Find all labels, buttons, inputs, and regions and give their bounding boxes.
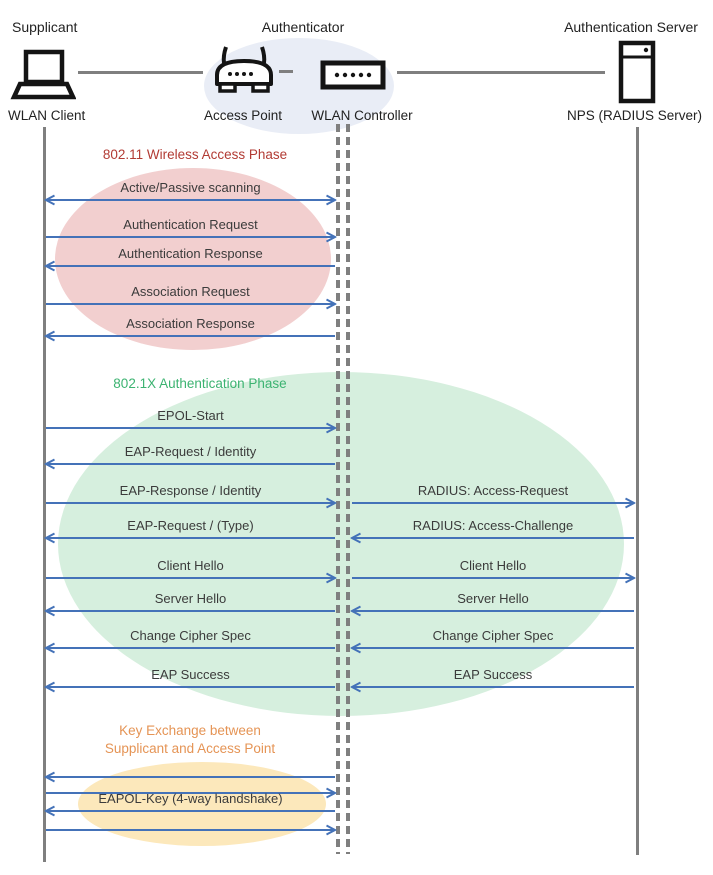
phase-title-8021x: 802.1X Authentication Phase <box>113 376 287 391</box>
laptop-icon <box>10 49 76 100</box>
phase-8021x-ellipse <box>58 372 624 716</box>
phase-title-keyexchange: Key Exchange between Supplicant and Acce… <box>104 723 276 756</box>
connector-client-ap <box>78 71 203 74</box>
role-supplicant: Supplicant <box>12 19 78 35</box>
lifeline-controller-right <box>346 124 350 854</box>
connector-ap-controller <box>279 70 293 73</box>
server-icon <box>618 40 656 104</box>
connector-controller-nps <box>397 71 605 74</box>
role-authentication-server: Authentication Server <box>564 19 698 35</box>
access-point-icon <box>215 46 273 93</box>
actor-wlan-client: WLAN Client <box>8 108 86 123</box>
actor-access-point: Access Point <box>203 108 283 123</box>
phase-title-80211: 802.11 Wireless Access Phase <box>102 147 288 162</box>
phase-80211-ellipse <box>55 168 331 350</box>
actor-wlan-controller: WLAN Controller <box>311 108 413 123</box>
lifeline-nps <box>636 127 639 855</box>
lifeline-client <box>43 127 46 862</box>
role-authenticator: Authenticator <box>261 19 345 35</box>
actor-nps-server: NPS (RADIUS Server) <box>566 108 703 123</box>
wlan-controller-icon <box>320 60 386 90</box>
lifeline-controller-left <box>336 124 340 854</box>
phase-keyexchange-ellipse <box>78 762 326 846</box>
